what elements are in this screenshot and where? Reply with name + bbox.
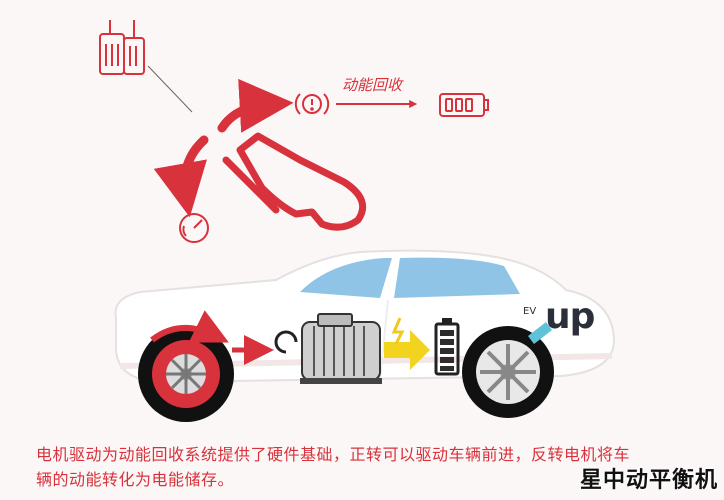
brake-warning-icon	[294, 93, 330, 115]
ev-badge-text: EV	[523, 306, 537, 317]
charge-arrow	[384, 317, 430, 370]
caption: 电机驱动为动能回收系统提供了硬件基础，正转可以驱动车辆前进，反转电机将车 辆的动…	[36, 442, 696, 492]
watermark: 星中动平衡机	[579, 468, 718, 493]
rear-wheel	[462, 326, 554, 418]
curved-arrow-up	[217, 78, 294, 133]
pointer-line	[147, 65, 193, 113]
ev-logo-accent	[528, 322, 552, 344]
up-badge-text: up	[545, 296, 595, 337]
wheel-icon	[138, 310, 234, 422]
car-battery	[434, 318, 460, 376]
motor-icon	[300, 313, 382, 384]
regen-label: 动能回收	[342, 76, 403, 94]
battery-icon	[439, 93, 489, 117]
caption-line-2: 辆的动能转化为电能储存。	[36, 470, 235, 489]
foot-icon	[222, 132, 367, 231]
speedometer-icon	[179, 213, 209, 243]
caption-line-1: 电机驱动为动能回收系统提供了硬件基础，正转可以驱动车辆前进，反转电机将车	[36, 445, 631, 464]
curved-arrow-down	[153, 135, 209, 218]
rotation-arrow	[274, 330, 298, 354]
pedal-icon	[99, 20, 145, 75]
